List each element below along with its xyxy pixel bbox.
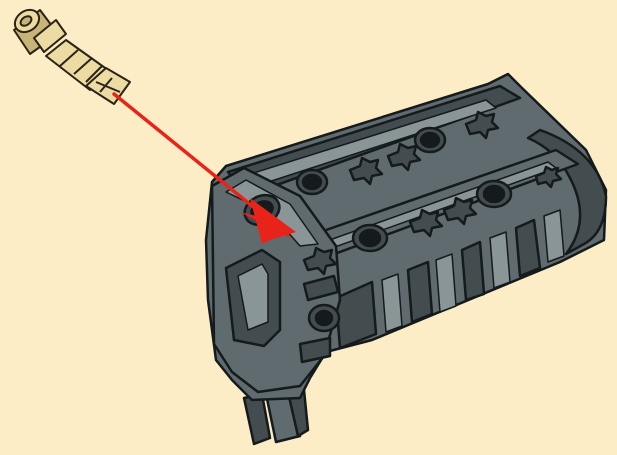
assembly-diagram <box>0 0 617 455</box>
